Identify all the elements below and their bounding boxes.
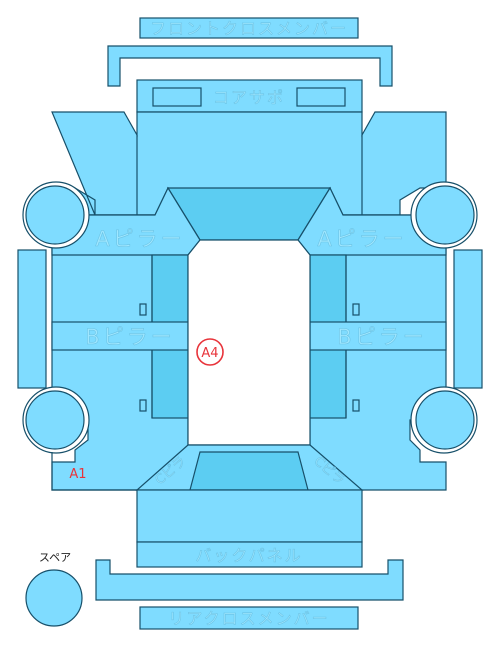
core-support[interactable] [136,79,363,113]
front-left-wheel[interactable] [25,185,85,245]
rear-cross-member-label: リアクロスメンバー [168,609,329,628]
back-panel[interactable] [136,541,363,568]
rear-cross-member[interactable] [139,606,359,630]
spare-tire[interactable] [25,569,83,627]
core-support-left-slot [152,87,202,107]
rear-left-outline [51,452,137,491]
spare-label: スペア [39,551,71,564]
core-support-label: コアサポ [213,88,285,107]
rear-left-wheel[interactable] [25,390,85,450]
b-pillar-right-label: Bピラー [337,325,426,349]
b-pillar-right[interactable] [309,321,447,351]
back-panel-label: バックパネル [195,546,302,565]
rear-right-wheel[interactable] [415,390,475,450]
rear-floor-center[interactable] [189,451,309,491]
front-cross-member[interactable] [139,17,359,39]
back-panel-upper[interactable] [136,489,363,543]
right-rear-pin [352,399,360,412]
a-pillar-left-label: Aピラー [95,227,184,251]
front-right-wheel[interactable] [415,185,475,245]
right-front-pin [352,303,360,316]
b-pillar-left[interactable] [51,321,189,351]
b-pillar-left-label: Bピラー [85,325,174,349]
core-support-right-slot [296,87,346,107]
right-side-sill[interactable] [453,249,483,389]
marker-a4-label: A4 [201,346,218,361]
marker-a1-label: A1 [69,467,86,482]
marker-a4-circle[interactable] [196,338,224,366]
left-rear-pin [139,399,147,412]
rear-bumper-bracket[interactable] [95,559,404,601]
front-bumper-bracket[interactable] [107,45,393,87]
front-cross-member-label: フロントクロスメンバー [150,19,348,38]
a-pillar-right-label: Aピラー [317,227,406,251]
left-side-sill[interactable] [17,249,47,389]
left-front-pin [139,303,147,316]
